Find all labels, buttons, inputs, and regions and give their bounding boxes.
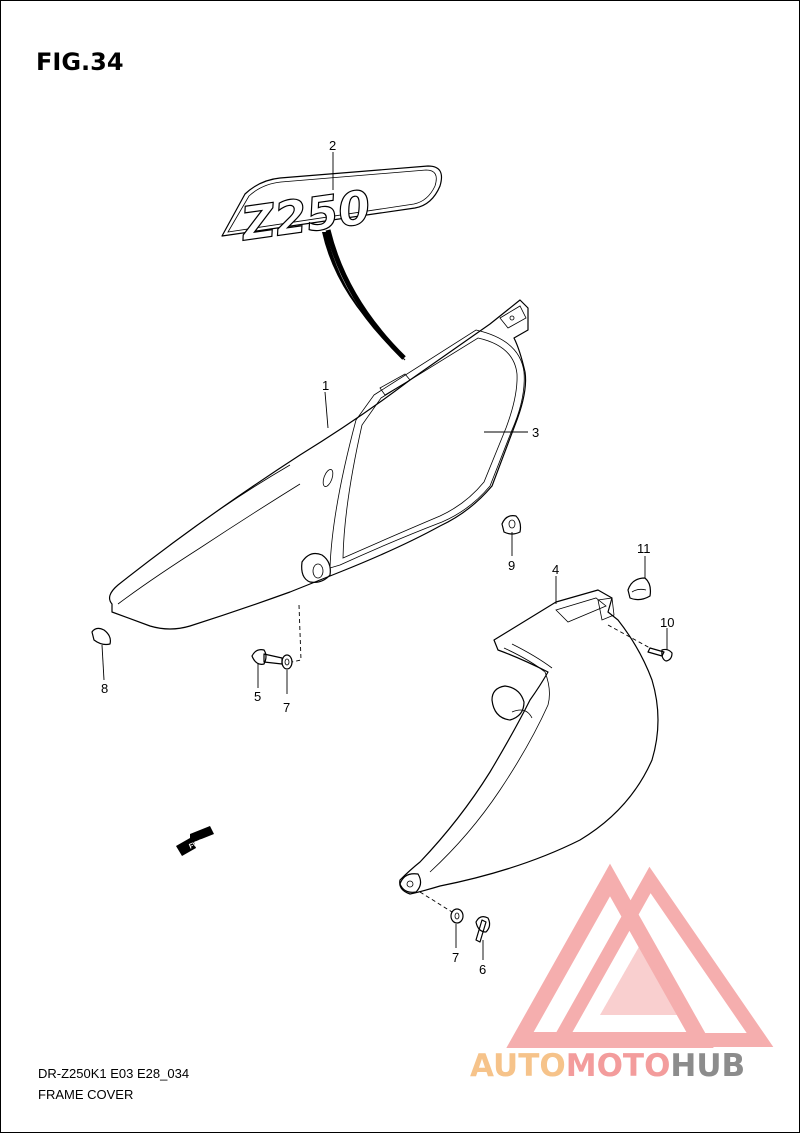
nut-9 xyxy=(501,515,522,535)
watermark-part-moto: MOTO xyxy=(565,1048,671,1084)
screw-10 xyxy=(647,647,673,662)
callout-6: 6 xyxy=(479,962,486,977)
frame-cover-right xyxy=(399,589,659,895)
clip-11 xyxy=(627,577,652,601)
callout-7a: 7 xyxy=(283,700,290,715)
callout-3: 3 xyxy=(532,425,539,440)
bolt-5 xyxy=(251,649,283,665)
callout-10: 10 xyxy=(660,615,674,630)
section-name: FRAME COVER xyxy=(38,1087,134,1102)
watermark-part-hub: HUB xyxy=(670,1048,746,1084)
watermark-text: AUTOMOTOHUB xyxy=(470,1048,745,1084)
watermark-logo xyxy=(506,863,774,1048)
washer-7b xyxy=(450,908,464,924)
callout-4: 4 xyxy=(552,562,559,577)
callout-1: 1 xyxy=(322,378,329,393)
grommet-8 xyxy=(91,627,111,646)
callout-8: 8 xyxy=(101,681,108,696)
bolt-6 xyxy=(475,916,491,943)
fwd-arrow-icon: FWD xyxy=(176,826,214,856)
model-code: DR-Z250K1 E03 E28_034 xyxy=(38,1066,190,1081)
frame-cover-left xyxy=(108,299,529,630)
figure-title: FIG.34 xyxy=(36,48,124,76)
watermark-part-auto: AUTO xyxy=(470,1048,566,1084)
callout-11: 11 xyxy=(637,541,651,556)
callout-5: 5 xyxy=(254,689,261,704)
callout-7b: 7 xyxy=(452,950,459,965)
callout-2: 2 xyxy=(329,138,336,153)
callout-9: 9 xyxy=(508,558,515,573)
washer-7a xyxy=(281,654,293,670)
